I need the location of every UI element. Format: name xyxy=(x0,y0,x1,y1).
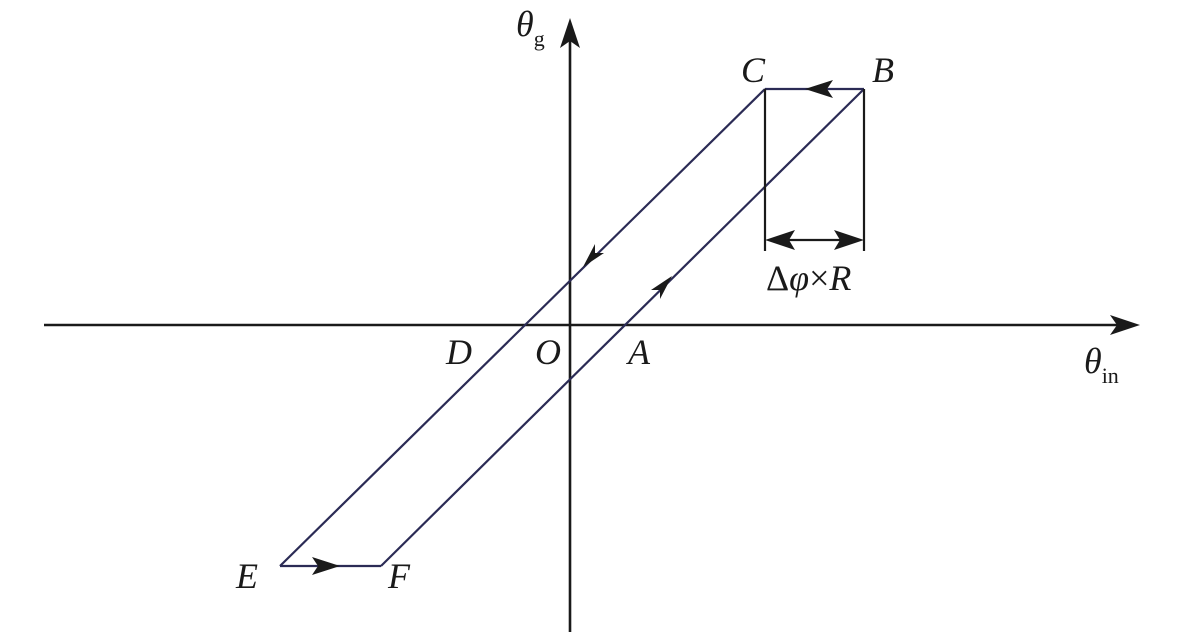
direction-arrow-up-right xyxy=(651,276,672,299)
x-axis-arrowhead xyxy=(1110,315,1140,335)
point-label-f: F xyxy=(387,556,411,596)
y-axis-arrowhead xyxy=(560,18,580,48)
loop-segment-f-b xyxy=(380,88,865,567)
dimension-arrowhead-left xyxy=(765,230,795,250)
y-axis-label: θg xyxy=(516,4,545,51)
dimension-arrowhead-right xyxy=(834,230,864,250)
point-label-d: D xyxy=(445,332,472,372)
point-label-c: C xyxy=(741,50,766,90)
loop-segment-c-e xyxy=(279,88,766,567)
point-label-b: B xyxy=(872,50,894,90)
direction-arrow-left xyxy=(805,80,833,98)
x-axis-label: θin xyxy=(1084,341,1119,388)
dimension-label: Δφ×R xyxy=(766,258,851,298)
direction-arrow-down-left xyxy=(583,244,604,267)
point-label-a: A xyxy=(626,332,651,372)
point-label-o: O xyxy=(535,332,561,372)
point-label-e: E xyxy=(235,556,258,596)
direction-arrow-right xyxy=(312,557,340,575)
